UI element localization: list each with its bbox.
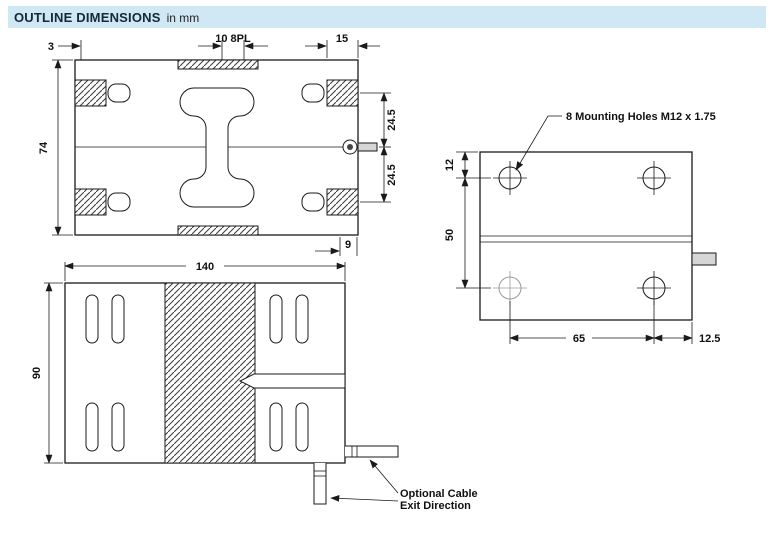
dim-24-5-lower: 24.5 [360,146,398,203]
corner-slot [107,192,131,212]
dim-9: 9 [315,237,358,256]
dim-65: 65 [509,301,655,345]
end-view [479,151,717,321]
dim-74-label: 74 [38,141,50,154]
dim-24-5-lower-label: 24.5 [386,164,398,185]
leader-line [369,459,399,494]
corner-insert [326,79,359,107]
bottom-edge-insert [177,225,259,236]
corner-slot [301,192,325,212]
dim-90-label: 90 [31,367,43,379]
drawing-area: 3 10 8PL 15 74 24.5 [0,30,776,539]
dim-12-5: 12.5 [653,322,720,345]
relief-slot [269,294,283,344]
section-title: OUTLINE DIMENSIONS [14,10,161,25]
corner-insert [74,79,107,107]
dim-15-label: 15 [336,33,348,45]
section-header: OUTLINE DIMENSIONS in mm [8,6,766,28]
mounting-hole [493,161,527,195]
corner-insert [74,188,107,216]
cable-exit-stub [691,252,717,266]
flexure-slot [238,373,346,389]
dim-12-5-label: 12.5 [699,333,720,345]
dim-10-8pl-label: 10 8PL [215,33,251,45]
dim-90: 90 [31,282,63,464]
dim-50-label: 50 [444,229,456,241]
top-edge-insert [177,59,259,70]
dim-10-8pl: 10 8PL [198,33,268,60]
relief-slot [111,294,125,344]
relief-slot [295,294,309,344]
cable-exit-label-line2: Exit Direction [400,500,471,512]
dim-15: 15 [305,33,380,58]
mounting-hole [637,271,671,305]
cable-exit-callout: Optional Cable Exit Direction [330,459,478,512]
relief-slot [295,402,309,452]
technical-drawing: 3 10 8PL 15 74 24.5 [31,33,720,512]
leader-line [330,494,399,502]
dim-24-5-upper: 24.5 [360,92,398,148]
bone-cutout [179,87,255,208]
horizontal-cable [345,445,399,458]
mounting-holes-callout: 8 Mounting Holes M12 x 1.75 [515,111,716,171]
section-unit-note: in mm [166,11,200,25]
dim-50: 50 [444,177,491,289]
dim-9-label: 9 [345,239,351,251]
mounting-hole [637,161,671,195]
dim-65-label: 65 [573,333,585,345]
vertical-cable [313,463,327,505]
corner-slot [107,83,131,103]
corner-slot [301,83,325,103]
corner-insert [326,188,359,216]
dim-3: 3 [48,40,82,60]
dim-12: 12 [444,151,491,179]
leader-line [515,115,562,171]
dim-140-label: 140 [196,261,214,273]
dim-140: 140 [64,261,346,281]
dim-3-label: 3 [48,41,54,53]
side-view [64,282,399,505]
relief-slot [111,402,125,452]
relief-slot [85,402,99,452]
mounting-holes-label: 8 Mounting Holes M12 x 1.75 [566,111,716,123]
cable-exit-label-line1: Optional Cable [400,488,478,500]
relief-slot [85,294,99,344]
relief-slot [269,402,283,452]
dim-74: 74 [38,59,73,236]
dim-24-5-upper-label: 24.5 [386,109,398,130]
mounting-hole [493,271,527,305]
top-view [74,59,378,236]
center-hatch-block [164,282,256,464]
cable-entry-hole-center [347,144,353,150]
cable-exit-stub [357,142,378,152]
dim-12-label: 12 [444,159,456,171]
